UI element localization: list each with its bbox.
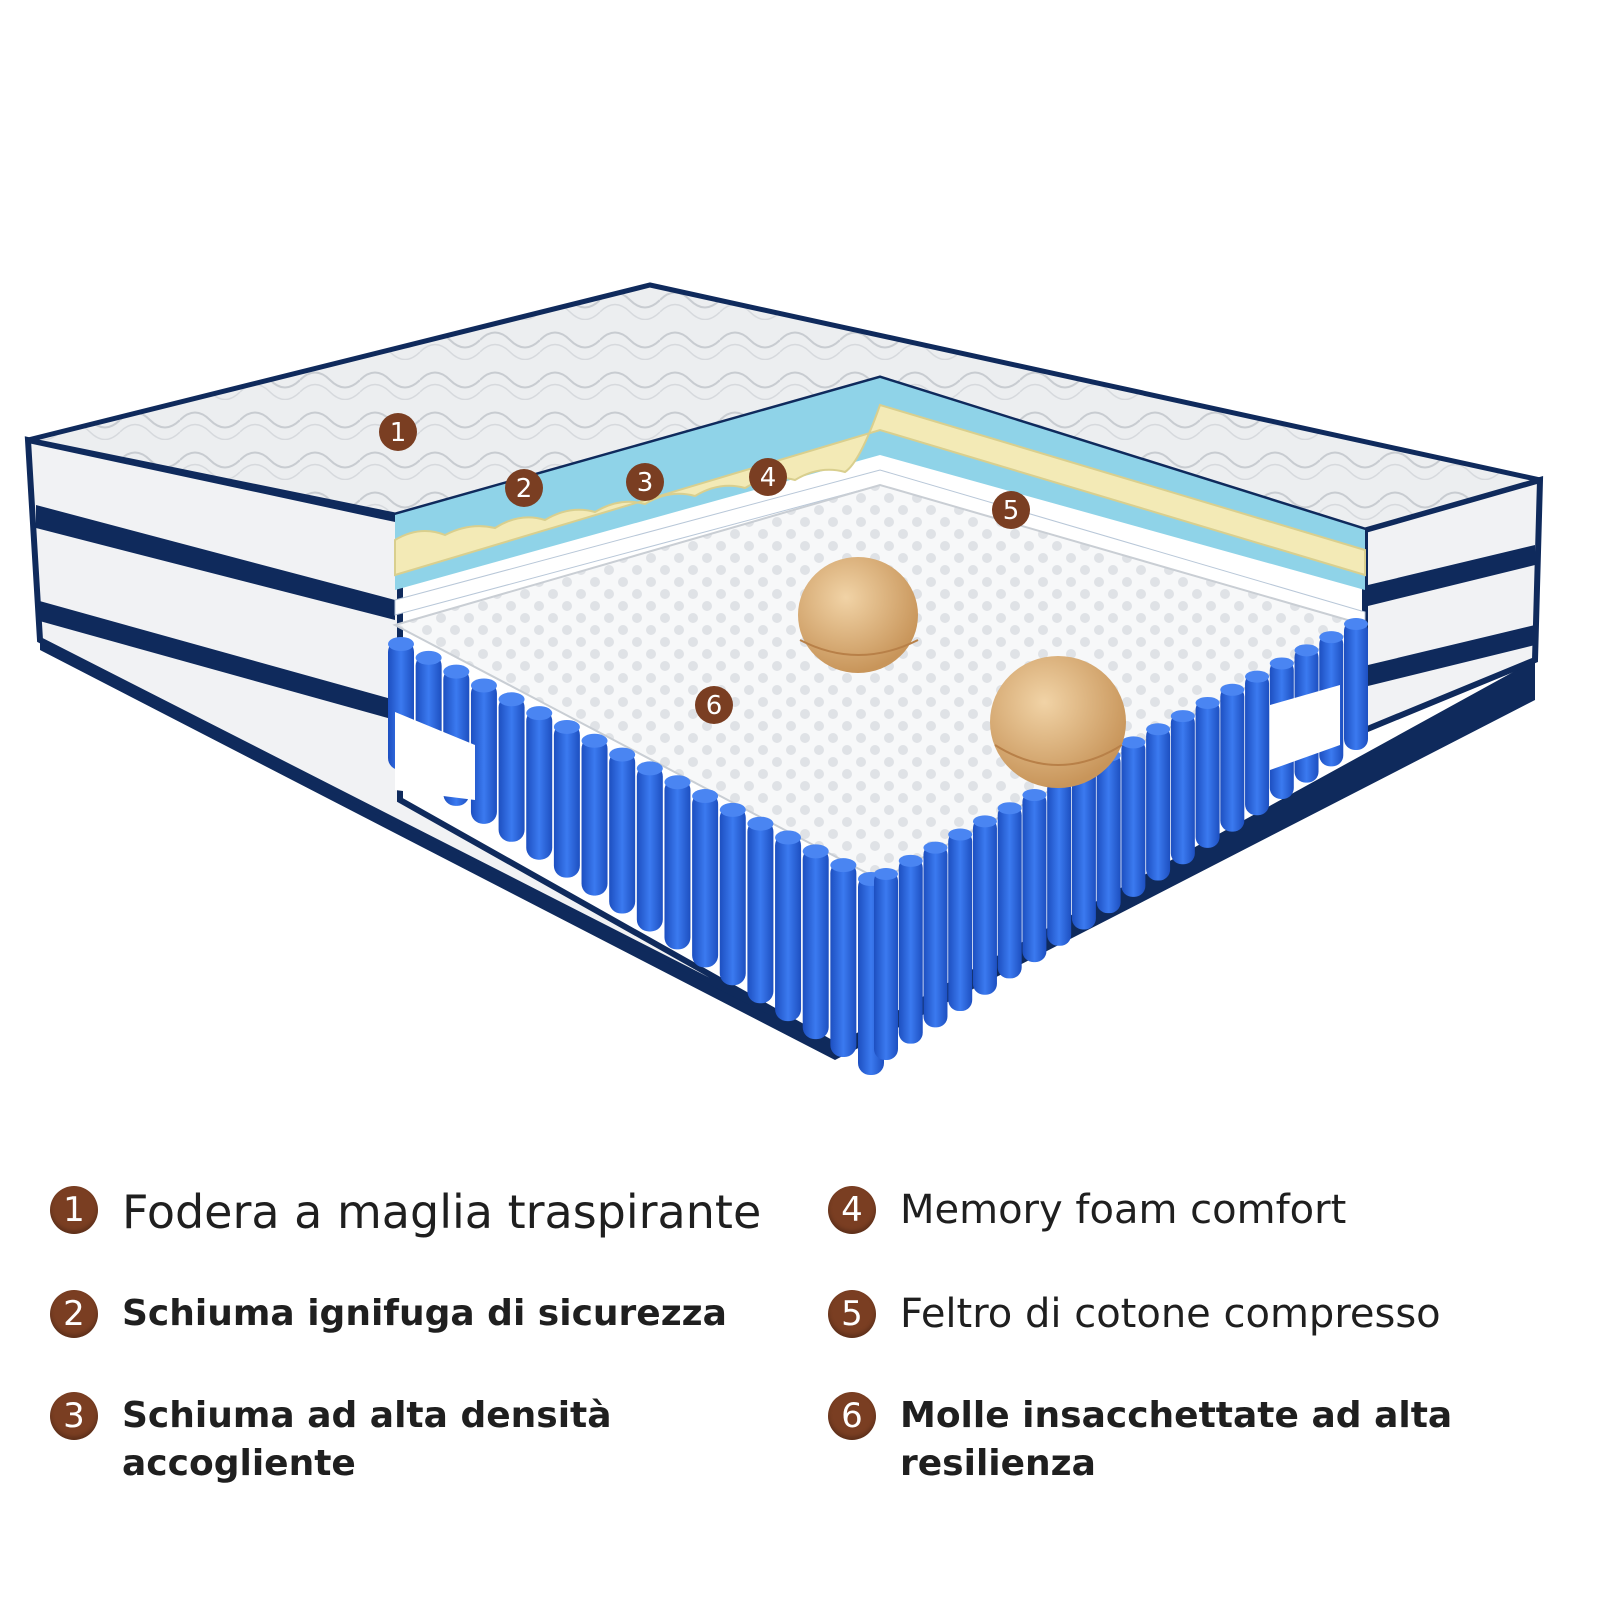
legend-item-6: 6 Molle insacchettate ad alta resilienza: [828, 1392, 1452, 1488]
mattress-cutaway-illustration: 1 2 3 4 5 6: [24, 282, 1544, 1075]
legend-badge-1: 1: [50, 1186, 98, 1234]
mattress-base: [40, 610, 1535, 1060]
pocket-spring: [1195, 696, 1220, 848]
pocket-spring: [948, 828, 973, 1012]
pocket-spring: [692, 789, 719, 968]
legend-badge-5: 5: [828, 1290, 876, 1338]
pocket-spring: [1121, 736, 1146, 897]
pocket-spring: [1022, 789, 1047, 963]
pocket-spring: [1220, 683, 1245, 832]
pocket-spring: [997, 802, 1022, 979]
layer-marker-label: 5: [1003, 496, 1020, 526]
legend-label-3-line-1: Schiuma ad alta densità: [122, 1395, 612, 1436]
layer-marker-1: 1: [379, 413, 417, 451]
legend-badge-4: 4: [828, 1186, 876, 1234]
pocket-spring: [874, 868, 898, 1060]
legend-label-6-line-2: resilienza: [900, 1443, 1096, 1484]
pocket-spring: [719, 802, 746, 986]
layer-marker-label: 4: [760, 463, 777, 493]
pocket-spring: [636, 761, 663, 932]
layer-marker-6: 6: [695, 686, 733, 724]
legend-badge-3: 3: [50, 1392, 98, 1440]
pocket-spring: [802, 844, 829, 1040]
pocket-spring: [664, 775, 691, 950]
legend-item-4: 4 Memory foam comfort: [828, 1186, 1346, 1234]
legend-item-1: 1 Fodera a maglia traspirante: [50, 1185, 762, 1240]
right-notch: [1270, 685, 1340, 770]
legend-item-3: 3 Schiuma ad alta densità accogliente: [50, 1392, 612, 1488]
layer-marker-2: 2: [505, 469, 543, 507]
pocket-spring: [553, 719, 580, 878]
pocket-spring: [1344, 618, 1368, 750]
pocket-spring: [609, 747, 636, 914]
legend-label-5: Feltro di cotone compresso: [900, 1291, 1441, 1337]
left-notch: [395, 712, 475, 800]
pocket-spring: [972, 815, 997, 995]
pocket-spring: [470, 678, 497, 824]
legend-item-2: 2 Schiuma ignifuga di sicurezza: [50, 1290, 727, 1338]
pocket-spring: [498, 692, 525, 842]
pocket-spring: [1047, 775, 1072, 946]
layer-marker-label: 3: [637, 468, 654, 498]
legend-label-2: Schiuma ignifuga di sicurezza: [122, 1293, 727, 1334]
wooden-ball-1: [798, 557, 919, 673]
layer-marker-3: 3: [626, 463, 664, 501]
pocket-spring: [1146, 723, 1171, 881]
wooden-ball-2: [990, 656, 1126, 788]
legend-label-4: Memory foam comfort: [900, 1187, 1347, 1233]
pocket-spring: [1245, 670, 1270, 816]
pocket-spring: [747, 816, 774, 1004]
layer-marker-label: 1: [390, 418, 407, 448]
pocket-spring: [1071, 762, 1096, 930]
pocket-spring: [1096, 749, 1121, 914]
layer-marker-4: 4: [749, 458, 787, 496]
layer-marker-label: 2: [516, 474, 533, 504]
legend-label-6-line-1: Molle insacchettate ad alta: [900, 1395, 1453, 1436]
pocket-spring: [775, 830, 802, 1022]
pocket-spring: [923, 841, 948, 1028]
pocket-spring: [526, 706, 553, 860]
legend-badge-2: 2: [50, 1290, 98, 1338]
pocket-spring: [898, 854, 923, 1044]
legend-label-3-line-2: accogliente: [122, 1443, 356, 1484]
legend-label-1: Fodera a maglia traspirante: [122, 1185, 762, 1239]
legend: 1 Fodera a maglia traspirante 2 Schiuma …: [0, 1170, 1600, 1600]
pocket-spring: [1170, 710, 1195, 865]
high-density-foam-layer: [394, 403, 1366, 577]
layer-marker-5: 5: [992, 491, 1030, 529]
layer-marker-label: 6: [706, 691, 723, 721]
mattress-body: [24, 282, 1544, 1060]
pocket-spring: [830, 858, 857, 1058]
pocket-spring: [581, 733, 608, 896]
legend-item-5: 5 Feltro di cotone compresso: [828, 1290, 1441, 1338]
legend-badge-6: 6: [828, 1392, 876, 1440]
layer-markers: 1 2 3 4 5 6: [379, 413, 1030, 724]
